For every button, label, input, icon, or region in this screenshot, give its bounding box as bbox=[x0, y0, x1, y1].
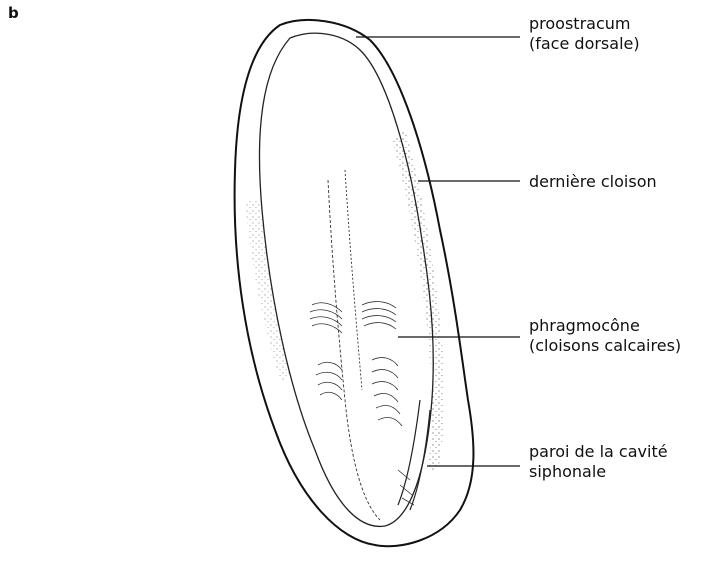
label-paroi: paroi de la cavité siphonale bbox=[529, 442, 668, 482]
axial-line-left bbox=[328, 180, 380, 520]
label-proostracum-line1: proostracum bbox=[529, 14, 640, 34]
axial-line-right bbox=[345, 170, 362, 390]
label-proostracum-line2: (face dorsale) bbox=[529, 34, 640, 54]
label-paroi-line2: siphonale bbox=[529, 462, 668, 482]
label-derniere-cloison: dernière cloison bbox=[529, 172, 657, 192]
label-phragmocone-line2: (cloisons calcaires) bbox=[529, 336, 681, 356]
label-derniere-cloison-line1: dernière cloison bbox=[529, 172, 657, 192]
phragmocone-septa bbox=[310, 302, 402, 426]
label-proostracum: proostracum (face dorsale) bbox=[529, 14, 640, 54]
label-phragmocone: phragmocône (cloisons calcaires) bbox=[529, 316, 681, 356]
label-phragmocone-line1: phragmocône bbox=[529, 316, 681, 336]
label-paroi-line1: paroi de la cavité bbox=[529, 442, 668, 462]
